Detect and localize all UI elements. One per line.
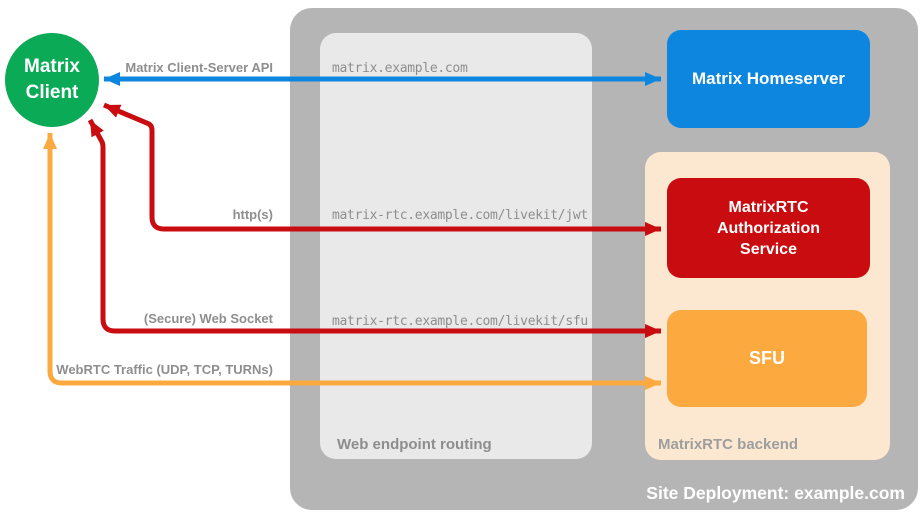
edge-label-client-server-api: Matrix Client-Server API bbox=[125, 60, 273, 75]
web-endpoint-routing-container bbox=[320, 33, 592, 459]
endpoint-url-jwt: matrix-rtc.example.com/livekit/jwt bbox=[332, 208, 588, 223]
endpoint-url-homeserver: matrix.example.com bbox=[332, 61, 468, 76]
matrixrtc-authorization-service-node: MatrixRTC Authorization Service bbox=[667, 178, 870, 278]
matrix-client-label-line1: Matrix bbox=[24, 56, 80, 77]
matrix-client-label-line2: Client bbox=[25, 82, 79, 103]
sfu-node: SFU bbox=[667, 310, 867, 407]
matrix-client-node: Matrix Client bbox=[5, 33, 99, 127]
matrix-homeserver-label: Matrix Homeserver bbox=[691, 69, 846, 88]
matrixrtc-authorization-service-label: MatrixRTC Authorization Service bbox=[716, 198, 821, 258]
site-deployment-label: Site Deployment: example.com bbox=[646, 483, 905, 503]
edge-label-https: http(s) bbox=[232, 207, 273, 222]
sfu-label: SFU bbox=[749, 348, 785, 368]
edge-label-webrtc: WebRTC Traffic (UDP, TCP, TURNs) bbox=[56, 362, 273, 377]
matrix-homeserver-node: Matrix Homeserver bbox=[667, 30, 870, 128]
backend-label: MatrixRTC backend bbox=[658, 436, 799, 453]
edge-label-websocket: (Secure) Web Socket bbox=[143, 311, 273, 326]
endpoint-url-sfu: matrix-rtc.example.com/livekit/sfu bbox=[332, 314, 588, 329]
routing-label: Web endpoint routing bbox=[337, 436, 492, 453]
